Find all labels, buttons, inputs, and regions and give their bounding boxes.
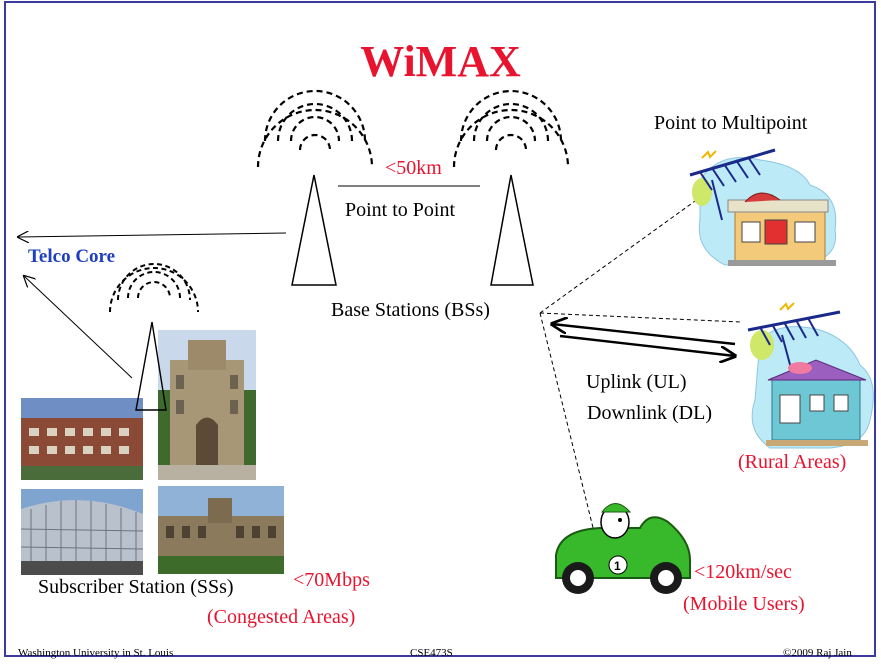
downlink-label: Downlink (DL) <box>587 402 712 424</box>
telco-core-label: Telco Core <box>28 246 116 267</box>
subscriber-station-label: Subscriber Station (SSs) <box>38 576 234 598</box>
satellite-dish-house-icon <box>689 148 837 266</box>
antenna-tower-icon <box>490 174 534 286</box>
antenna-tower-icon <box>291 174 337 286</box>
rate-label: <70Mbps <box>293 569 370 591</box>
antenna-tower-icon <box>109 263 199 313</box>
antenna-tower-icon <box>135 321 167 411</box>
footer-left: Washington University in St. Louis <box>18 647 174 659</box>
wireless-links <box>539 195 741 549</box>
footer-right: ©2009 Raj Jain <box>783 647 852 659</box>
building-photo-tower <box>158 330 256 480</box>
uplink-arrow <box>552 324 736 346</box>
footer-center: CSE473S <box>410 647 453 659</box>
telco-arrow <box>18 233 287 237</box>
slide-frame <box>4 1 876 657</box>
congested-areas-label: (Congested Areas) <box>207 606 356 628</box>
uplink-label: Uplink (UL) <box>586 371 687 393</box>
antenna-tower-icon <box>256 89 374 168</box>
building-photo-modern <box>21 489 143 575</box>
rural-areas-label: (Rural Areas) <box>738 451 847 473</box>
mobile-car-icon: 1 <box>555 503 691 594</box>
slide-title: WiMAX <box>360 37 521 86</box>
p2mp-label: Point to Multipoint <box>654 112 808 134</box>
building-photo-brick <box>21 398 143 480</box>
building-photo-campus <box>158 486 284 574</box>
p2p-label: Point to Point <box>345 199 456 221</box>
distance-label: <50km <box>385 157 442 179</box>
telco-arrow-diagonal <box>24 276 133 379</box>
mobile-users-label: (Mobile Users) <box>683 593 805 615</box>
base-stations-label: Base Stations (BSs) <box>331 299 490 321</box>
antenna-tower-icon <box>452 89 570 168</box>
speed-label: <120km/sec <box>694 561 792 583</box>
svg-text:1: 1 <box>614 559 621 573</box>
downlink-arrow <box>559 334 735 356</box>
satellite-dish-house-icon <box>747 302 874 449</box>
